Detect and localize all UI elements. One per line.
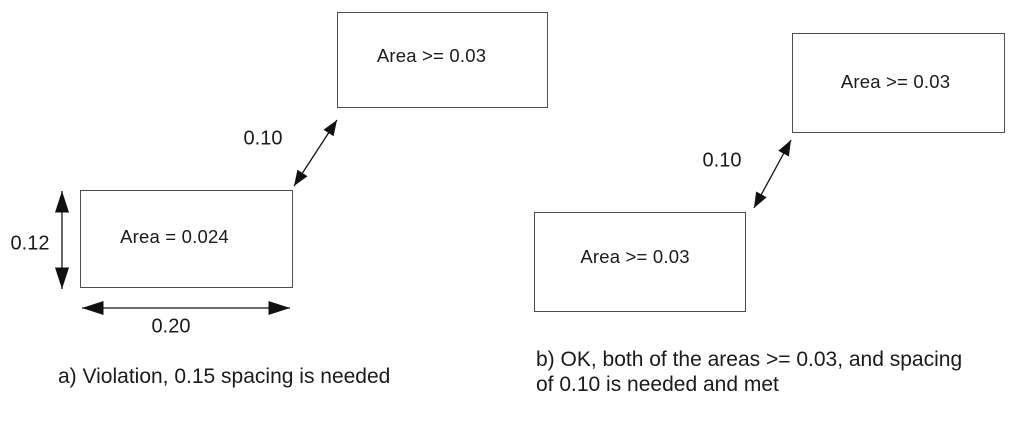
spacing-arrow-b [753, 139, 792, 209]
area-box-a-bottom-label: Area = 0.024 [120, 226, 229, 247]
area-box-b-top: Area >= 0.03 [792, 33, 1005, 133]
spacing-arrow-a [293, 119, 338, 187]
area-box-b-bottom: Area >= 0.03 [534, 212, 746, 312]
area-box-a-top-label: Area >= 0.03 [376, 45, 487, 66]
spacing-value-label-b: 0.10 [702, 149, 742, 172]
area-box-b-top-label: Area >= 0.03 [840, 71, 951, 92]
caption-b-line1: b) OK, both of the areas >= 0.03, and sp… [536, 348, 963, 371]
area-box-b-bottom-label: Area >= 0.03 [580, 246, 690, 267]
caption-a: a) Violation, 0.15 spacing is needed [58, 365, 391, 388]
spacing-value-label-a: 0.10 [243, 127, 283, 150]
area-box-a-bottom: Area = 0.024 [80, 190, 293, 288]
height-value-label-a: 0.12 [10, 232, 50, 255]
caption-b: b) OK, both of the areas >= 0.03, and sp… [536, 347, 962, 397]
area-box-a-top: Area >= 0.03 [337, 12, 548, 108]
width-value-label-a: 0.20 [151, 315, 191, 338]
caption-b-line2: of 0.10 is needed and met [536, 373, 779, 396]
